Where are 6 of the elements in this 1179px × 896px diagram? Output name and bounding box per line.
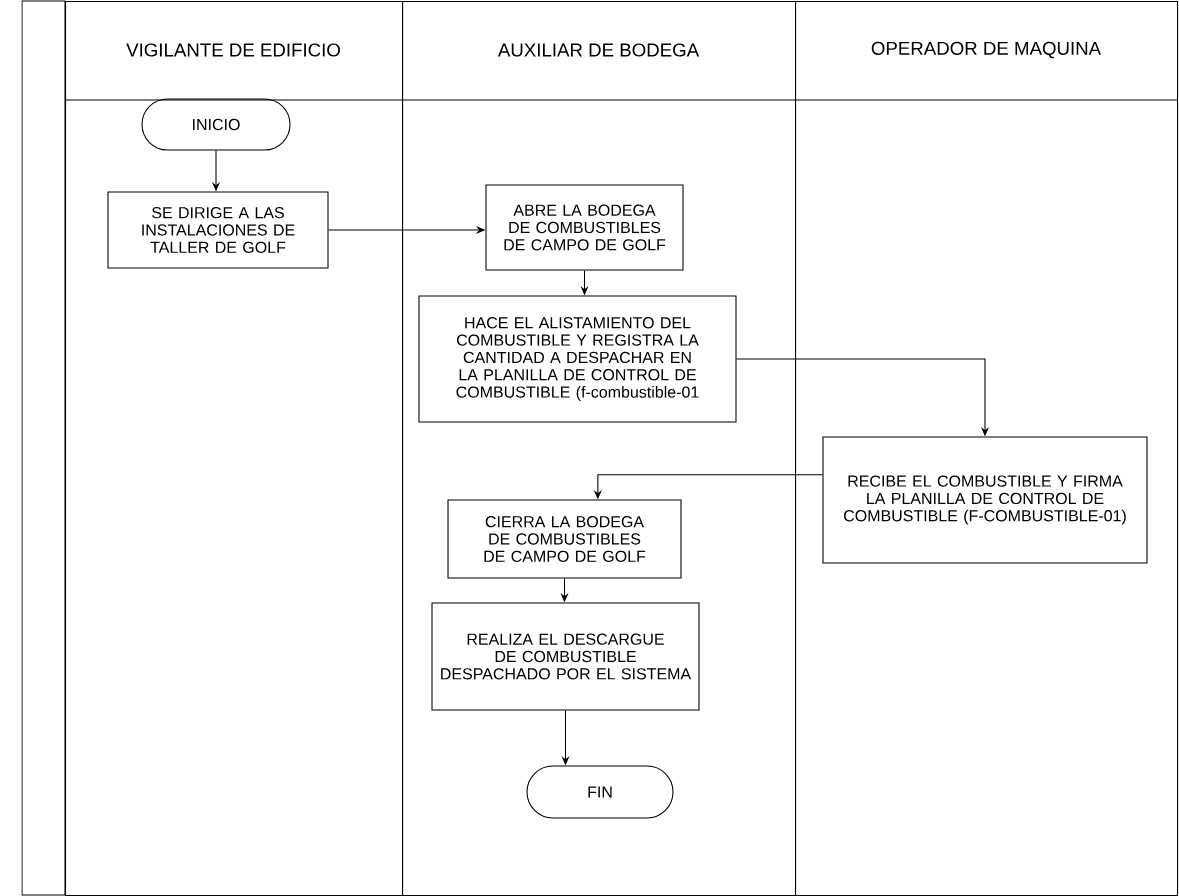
process-box: ABRE LA BODEGA DE COMBUSTIBLES DE CAMPO DE GOLF [485,184,684,271]
process-box: CIERRA LA BODEGA DE COMBUSTIBLES DE CAMPO DE GOLF [447,499,682,579]
process-box: HACE EL ALISTAMIENTO DEL COMBUSTIBLE Y REGISTRA LA CANTIDAD A DESPACHAR EN LA PLANILLA DE CONTROL DE COMBUSTIBLE (f-combustible-01 [418,295,737,423]
process-box: SE DIRIGE A LAS INSTALACIONES DE TALLER DE GOLF [107,191,329,269]
process-box: RECIBE EL COMBUSTIBLE Y FIRMA LA PLANILLA DE CONTROL DE COMBUSTIBLE (F-COMBUSTIBLE-01) [822,436,1148,564]
process-box: REALIZA EL DESCARGUE DE COMBUSTIBLE DESPACHADO POR EL SISTEMA [431,602,700,711]
